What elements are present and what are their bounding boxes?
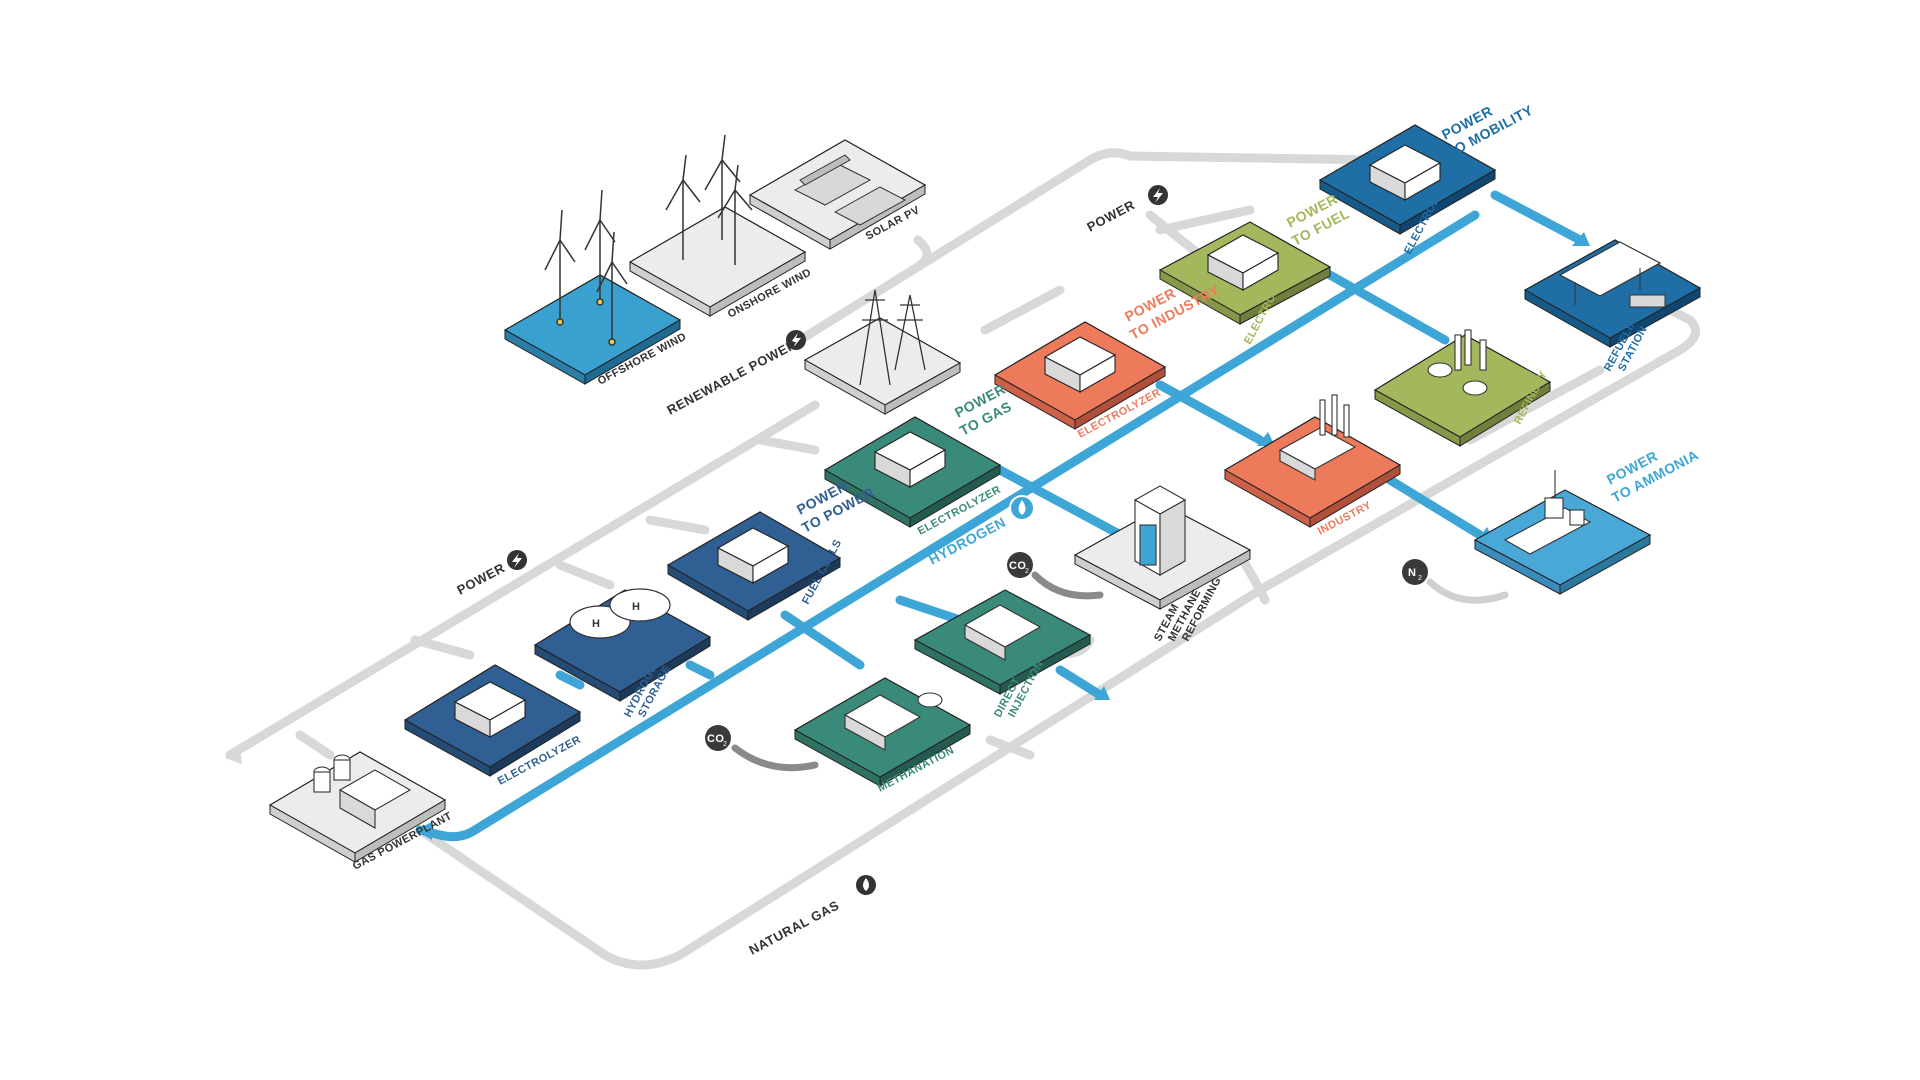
lightning-bolt-icon: [791, 333, 801, 348]
tile-hydrogen-storage: [533, 589, 712, 702]
svg-text:H: H: [592, 618, 600, 630]
svg-text:H: H: [632, 601, 640, 613]
electrolyzer-unit-mobility: [1368, 144, 1442, 201]
co2-arrow-b: [731, 744, 819, 772]
electrolyzer-unit-gas: [873, 431, 947, 488]
flame-icon: [863, 878, 869, 891]
lightning-bolt-icon: [1153, 188, 1163, 203]
heading-power-to-power: POWER TO POWER: [794, 478, 877, 536]
heading-power-to-industry: POWER TO INDUSTRY: [1122, 282, 1223, 343]
flow-label-power-top: POWER: [1084, 197, 1137, 235]
co2-label: CO: [1009, 560, 1026, 572]
tile-grid: [803, 317, 962, 415]
h2-badge: [1009, 495, 1035, 521]
co2-arrow-a: [1031, 571, 1104, 600]
bolt-badge-renewable: [786, 330, 806, 350]
electrolyzer-unit-industry: [1043, 336, 1117, 393]
electrolyzer-unit-fuel-cells: [716, 527, 790, 584]
heading-power-to-gas: POWER TO GAS: [952, 381, 1014, 439]
bolt-badge-top: [1148, 185, 1168, 205]
blue-pipe-network: [415, 190, 1585, 842]
refueling-canopy: [1558, 241, 1666, 308]
electrolyzer-units: [453, 144, 1442, 738]
electrolyzer-unit-fuel: [1206, 234, 1280, 291]
tile-onshore-wind: [628, 206, 807, 317]
bolt-badge-left: [507, 550, 527, 570]
electrolyzer-unit-power: [453, 681, 527, 738]
grey-pipe-network: [225, 148, 1701, 970]
n2-subscript: 2: [1418, 575, 1422, 582]
factory-building: [1278, 394, 1357, 481]
offshore-wind-turbines: [544, 189, 628, 346]
gas-powerplant-building: [313, 754, 412, 829]
flow-label-renewable-power: RENEWABLE POWER: [664, 336, 799, 417]
tile-refinery: [1373, 334, 1552, 447]
tile-offshore-wind: [503, 274, 682, 385]
smr-tower: [1133, 485, 1187, 576]
heading-power-to-ammonia: POWER TO AMMONIA: [1604, 446, 1701, 505]
tile-ammonia: [1473, 489, 1652, 595]
n2-arrow: [1426, 578, 1509, 604]
n2-label: N: [1408, 567, 1416, 579]
flame-badge-natural-gas: [856, 875, 876, 895]
co2-label: CO: [707, 733, 724, 745]
ammonia-plant: [1503, 470, 1592, 555]
onshore-wind-turbines: [665, 134, 753, 265]
methanation-building: [843, 692, 943, 751]
co2-subscript: 2: [723, 741, 727, 748]
co2-subscript: 2: [1025, 568, 1029, 575]
co2-badge-a: CO 2: [1007, 552, 1033, 578]
power-pylons: [859, 289, 926, 386]
hydrogen-storage-tanks: H H: [569, 588, 671, 639]
hydrogen-drop-icon: [1018, 500, 1026, 515]
n2-badge: N 2: [1402, 559, 1428, 585]
lightning-bolt-icon: [512, 553, 522, 568]
heading-power-to-mobility: POWER TO MOBILITY: [1439, 102, 1536, 161]
direct-injection-building: [963, 604, 1042, 661]
refinery-structures: [1427, 329, 1488, 396]
co2-badge-b: CO 2: [705, 725, 731, 751]
solar-panels: [793, 154, 907, 226]
